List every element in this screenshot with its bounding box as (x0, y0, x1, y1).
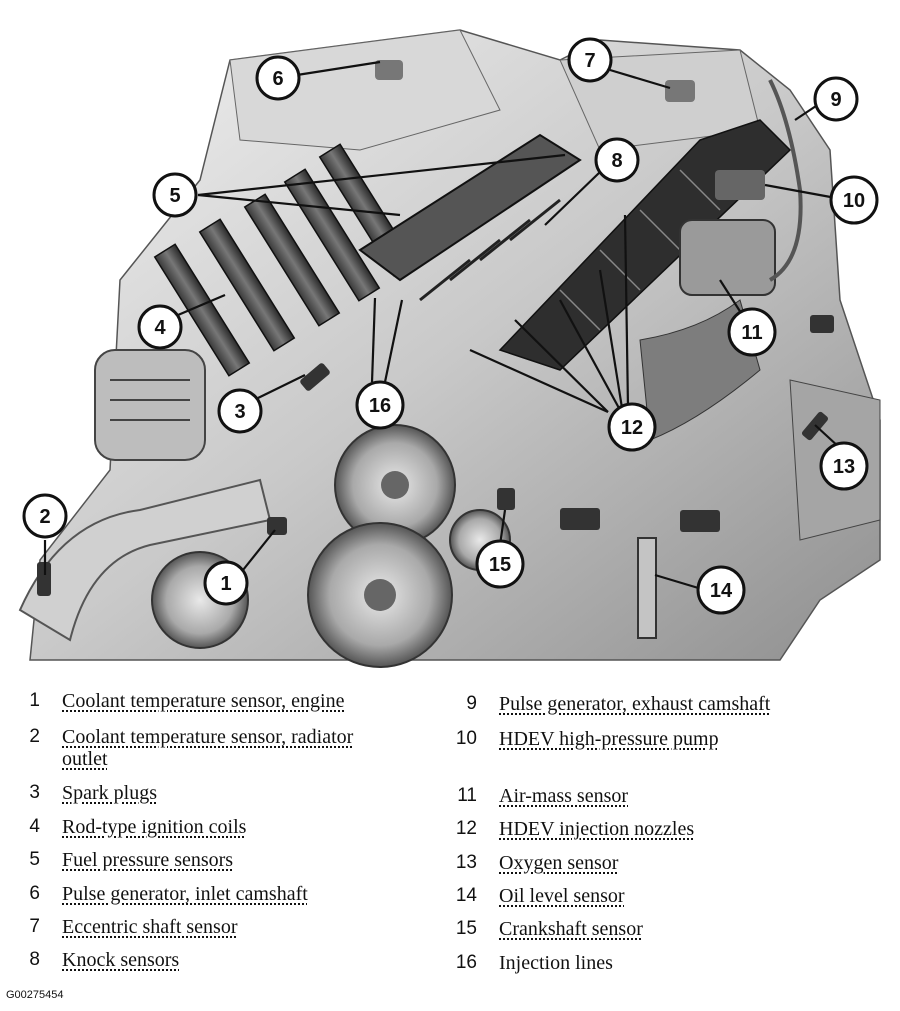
legend-label: Oil level sensor (499, 885, 625, 907)
legend-number: 15 (455, 918, 477, 939)
legend-label: HDEV high-pressure pump (499, 728, 719, 750)
engine-sensor-diagram: 1 2 3 4 5 6 7 8 9 10 11 12 (18, 29, 881, 668)
legend-label: Coolant temperature sensor, radiator out… (62, 726, 354, 770)
legend-label: Knock sensors (62, 949, 180, 971)
callout-9: 9 (813, 76, 859, 122)
svg-text:5: 5 (169, 185, 180, 207)
legend-label: Eccentric shaft sensor (62, 916, 238, 938)
legend-label: Fuel pressure sensors (62, 849, 234, 871)
legend-label: Spark plugs (62, 782, 157, 804)
legend-number: 16 (455, 952, 477, 973)
legend-number: 2 (29, 726, 40, 747)
legend-item-11: 11 Air-mass sensor (437, 785, 829, 807)
legend-number: 1 (29, 690, 40, 711)
legend-item-6: 6 Pulse generator, inlet camshaft (0, 883, 392, 905)
legend-label: Injection lines (499, 952, 613, 974)
callout-15: 15 (475, 539, 525, 589)
legend-number: 12 (455, 818, 477, 839)
svg-text:12: 12 (621, 417, 643, 439)
legend-item-10: 10 HDEV high-pressure pump (437, 728, 829, 750)
legend-label: Pulse generator, inlet camshaft (62, 883, 308, 905)
legend-item-13: 13 Oxygen sensor (437, 852, 829, 874)
legend-item-2: 2 Coolant temperature sensor, radiator o… (0, 726, 392, 770)
callout-7: 7 (567, 37, 613, 83)
legend-number: 14 (455, 885, 477, 906)
callout-3: 3 (217, 388, 263, 434)
legend-item-7: 7 Eccentric shaft sensor (0, 916, 392, 938)
callout-13: 13 (819, 441, 869, 491)
svg-text:13: 13 (833, 456, 855, 478)
legend-item-8: 8 Knock sensors (0, 949, 392, 971)
legend-item-9: 9 Pulse generator, exhaust camshaft (437, 693, 829, 715)
legend-number: 3 (29, 782, 40, 803)
legend-item-14: 14 Oil level sensor (437, 885, 829, 907)
legend-item-12: 12 HDEV injection nozzles (437, 818, 829, 840)
legend-number: 7 (29, 916, 40, 937)
legend-item-1: 1 Coolant temperature sensor, engine (0, 690, 392, 712)
legend-label: Air-mass sensor (499, 785, 629, 807)
legend-number: 9 (466, 693, 477, 714)
legend-number: 10 (455, 728, 477, 749)
callout-11: 11 (727, 307, 777, 357)
legend-number: 8 (29, 949, 40, 970)
legend-label: Coolant temperature sensor, engine (62, 690, 345, 712)
legend-label: Pulse generator, exhaust camshaft (499, 693, 771, 715)
legend-number: 11 (457, 785, 477, 806)
callout-5: 5 (152, 172, 198, 218)
callout-10: 10 (829, 175, 879, 225)
legend-label: Oxygen sensor (499, 852, 619, 874)
svg-text:10: 10 (843, 190, 865, 212)
svg-text:1: 1 (220, 573, 231, 595)
legend-item-15: 15 Crankshaft sensor (437, 918, 829, 940)
figure-id: G00275454 (6, 989, 64, 1001)
callout-16: 16 (355, 380, 405, 430)
callout-12: 12 (607, 402, 657, 452)
legend-number: 5 (29, 849, 40, 870)
legend-number: 6 (29, 883, 40, 904)
svg-text:7: 7 (584, 50, 595, 72)
svg-text:15: 15 (489, 554, 511, 576)
svg-text:16: 16 (369, 395, 391, 417)
callout-14: 14 (696, 565, 746, 615)
legend-label: Rod-type ignition coils (62, 816, 247, 838)
legend-item-16: 16 Injection lines (437, 952, 829, 974)
svg-text:4: 4 (154, 317, 166, 339)
callout-4: 4 (137, 304, 183, 350)
svg-text:8: 8 (611, 150, 622, 172)
legend: 1 Coolant temperature sensor, engine 2 C… (0, 690, 900, 980)
legend-label: Crankshaft sensor (499, 918, 643, 940)
legend-item-3: 3 Spark plugs (0, 782, 392, 804)
callout-8: 8 (594, 137, 640, 183)
svg-text:2: 2 (39, 506, 50, 528)
legend-item-4: 4 Rod-type ignition coils (0, 816, 392, 838)
svg-text:11: 11 (741, 322, 762, 344)
svg-text:14: 14 (710, 580, 733, 602)
legend-number: 4 (29, 816, 40, 837)
legend-label: HDEV injection nozzles (499, 818, 695, 840)
callout-1: 1 (203, 560, 249, 606)
callout-6: 6 (255, 55, 301, 101)
svg-text:3: 3 (234, 401, 245, 423)
svg-text:6: 6 (272, 68, 283, 90)
callout-2: 2 (22, 493, 68, 539)
svg-text:9: 9 (830, 89, 841, 111)
legend-number: 13 (455, 852, 477, 873)
legend-item-5: 5 Fuel pressure sensors (0, 849, 392, 871)
